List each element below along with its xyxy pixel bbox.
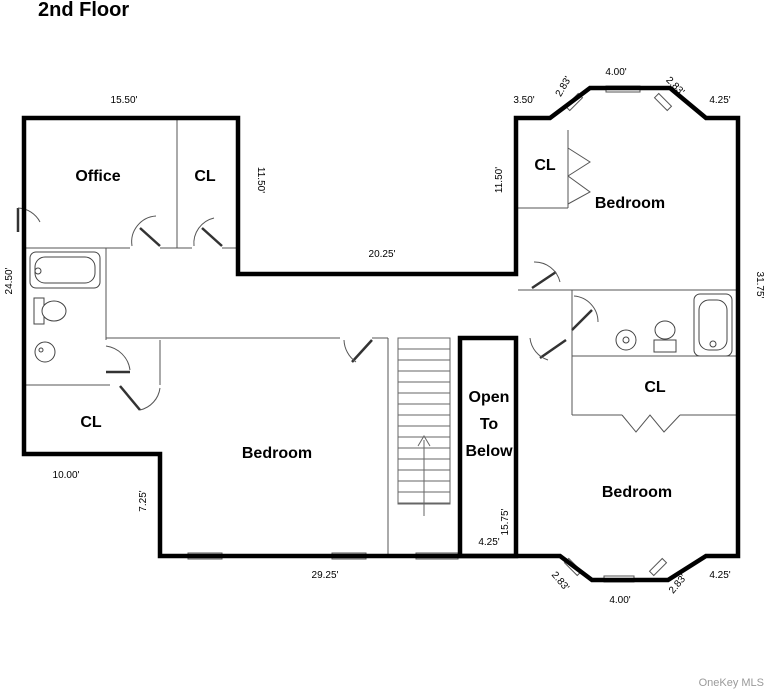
dim-lower-left-height: 7.25' bbox=[138, 490, 149, 511]
room-labels: Office CL CL Bedroom CL Bedroom CL Bedro… bbox=[75, 157, 672, 501]
room-label-closet-ne: CL bbox=[534, 157, 556, 174]
dim-bay-top-angle-left: 2.83' bbox=[554, 75, 574, 99]
dim-bottom-width: 29.25' bbox=[312, 570, 339, 581]
dimension-labels: 15.50' 24.50' 11.50' 20.25' 11.50' 3.50'… bbox=[4, 67, 765, 606]
door-hall-right bbox=[529, 337, 567, 361]
door-closet-top bbox=[193, 217, 223, 247]
room-label-bedroom-sw: Bedroom bbox=[242, 445, 312, 462]
door-bedroom-ne bbox=[531, 261, 561, 290]
dim-right-notch-height: 11.50' bbox=[494, 167, 505, 193]
door-office-exterior bbox=[16, 207, 41, 232]
room-label-closet-se: CL bbox=[644, 379, 666, 396]
room-label-bedroom-ne: Bedroom bbox=[595, 195, 665, 212]
dim-top-left-width: 15.50' bbox=[111, 95, 138, 106]
dim-bay-top-right: 4.25' bbox=[709, 95, 730, 106]
door-bath-left bbox=[105, 345, 131, 374]
door-bedroom-sw bbox=[343, 339, 373, 363]
room-label-open-line-3: Below bbox=[465, 443, 513, 460]
dim-lower-left-width: 10.00' bbox=[53, 470, 80, 481]
room-label-closet-top: CL bbox=[194, 168, 216, 185]
bath-fixtures-right bbox=[615, 293, 733, 357]
room-label-closet-sw: CL bbox=[80, 414, 102, 431]
dim-open-height: 15.75' bbox=[500, 508, 511, 535]
room-label-bedroom-se: Bedroom bbox=[602, 484, 672, 501]
dim-right-height: 31.75' bbox=[754, 272, 765, 299]
dim-bay-bottom-right: 4.25' bbox=[709, 570, 730, 581]
windows bbox=[187, 85, 673, 583]
bath-fixtures-left bbox=[29, 251, 101, 363]
dim-open-width: 4.25' bbox=[478, 537, 499, 548]
dim-bay-bottom-center: 4.00' bbox=[609, 595, 630, 606]
room-label-office: Office bbox=[75, 168, 120, 185]
staircase bbox=[397, 337, 451, 516]
dim-bay-top-left: 3.50' bbox=[513, 95, 534, 106]
door-closet-se bbox=[621, 414, 681, 433]
dim-notch-height: 11.50' bbox=[255, 167, 266, 193]
doors bbox=[16, 147, 681, 433]
dim-bay-bottom-angle-left: 2.83' bbox=[549, 570, 571, 594]
exterior-walls bbox=[21, 85, 741, 583]
door-office bbox=[131, 215, 161, 247]
dim-center-width: 20.25' bbox=[369, 249, 396, 260]
door-bath-right bbox=[571, 295, 599, 331]
floor-title: 2nd Floor bbox=[38, 0, 129, 21]
dim-left-height: 24.50' bbox=[4, 267, 15, 294]
dim-bay-top-center: 4.00' bbox=[605, 67, 626, 78]
room-label-open-line-1: Open bbox=[469, 389, 510, 406]
watermark: OneKey MLS bbox=[699, 677, 764, 689]
door-closet-sw bbox=[119, 385, 161, 411]
interior-walls bbox=[24, 118, 738, 556]
door-closet-ne bbox=[567, 147, 591, 205]
room-label-open-line-2: To bbox=[480, 416, 499, 433]
